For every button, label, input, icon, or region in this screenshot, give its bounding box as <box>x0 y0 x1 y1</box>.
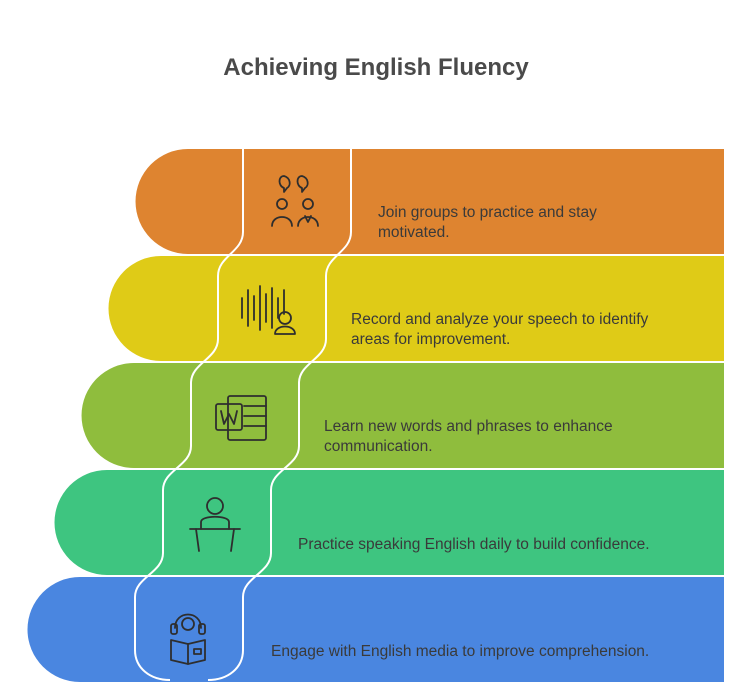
diagram-title: Achieving English Fluency <box>223 54 529 81</box>
step-4-bar <box>54 470 724 575</box>
step-2-bar <box>108 256 725 361</box>
group-discussion-icon <box>271 175 319 227</box>
step-5-shape <box>27 577 725 682</box>
step-3-description: Learn new words and phrases to enhance c… <box>324 418 617 455</box>
ribbon-right-seam <box>207 149 352 681</box>
step-3-shape <box>81 363 724 468</box>
step-3-bar <box>81 363 724 468</box>
step-4-description: Practice speaking English daily to build… <box>298 536 650 553</box>
step-1-line-2: motivated. <box>378 224 450 241</box>
speech-waveform-icon <box>241 285 296 335</box>
step-4-line-1: Practice speaking English daily to build… <box>298 536 650 553</box>
step-5-bar <box>27 577 725 682</box>
speaker-podium-icon <box>189 497 241 552</box>
headphones-book-icon <box>170 613 206 665</box>
ribbon-left-seam <box>134 149 244 681</box>
step-5-description: Engage with English media to improve com… <box>271 643 649 660</box>
step-5-line-1: Engage with English media to improve com… <box>271 643 649 660</box>
step-2-line-1: Record and analyze your speech to identi… <box>351 311 649 328</box>
step-3-line-1: Learn new words and phrases to enhance <box>324 418 613 435</box>
step-3-line-2: communication. <box>324 438 433 455</box>
step-1-description: Join groups to practice and stay motivat… <box>378 204 601 241</box>
word-document-icon <box>215 395 267 441</box>
step-4-shape <box>54 470 724 575</box>
step-1-line-1: Join groups to practice and stay <box>378 204 597 221</box>
step-2-shape <box>108 256 725 361</box>
step-2-description: Record and analyze your speech to identi… <box>351 311 653 348</box>
step-2-line-2: areas for improvement. <box>351 331 510 348</box>
